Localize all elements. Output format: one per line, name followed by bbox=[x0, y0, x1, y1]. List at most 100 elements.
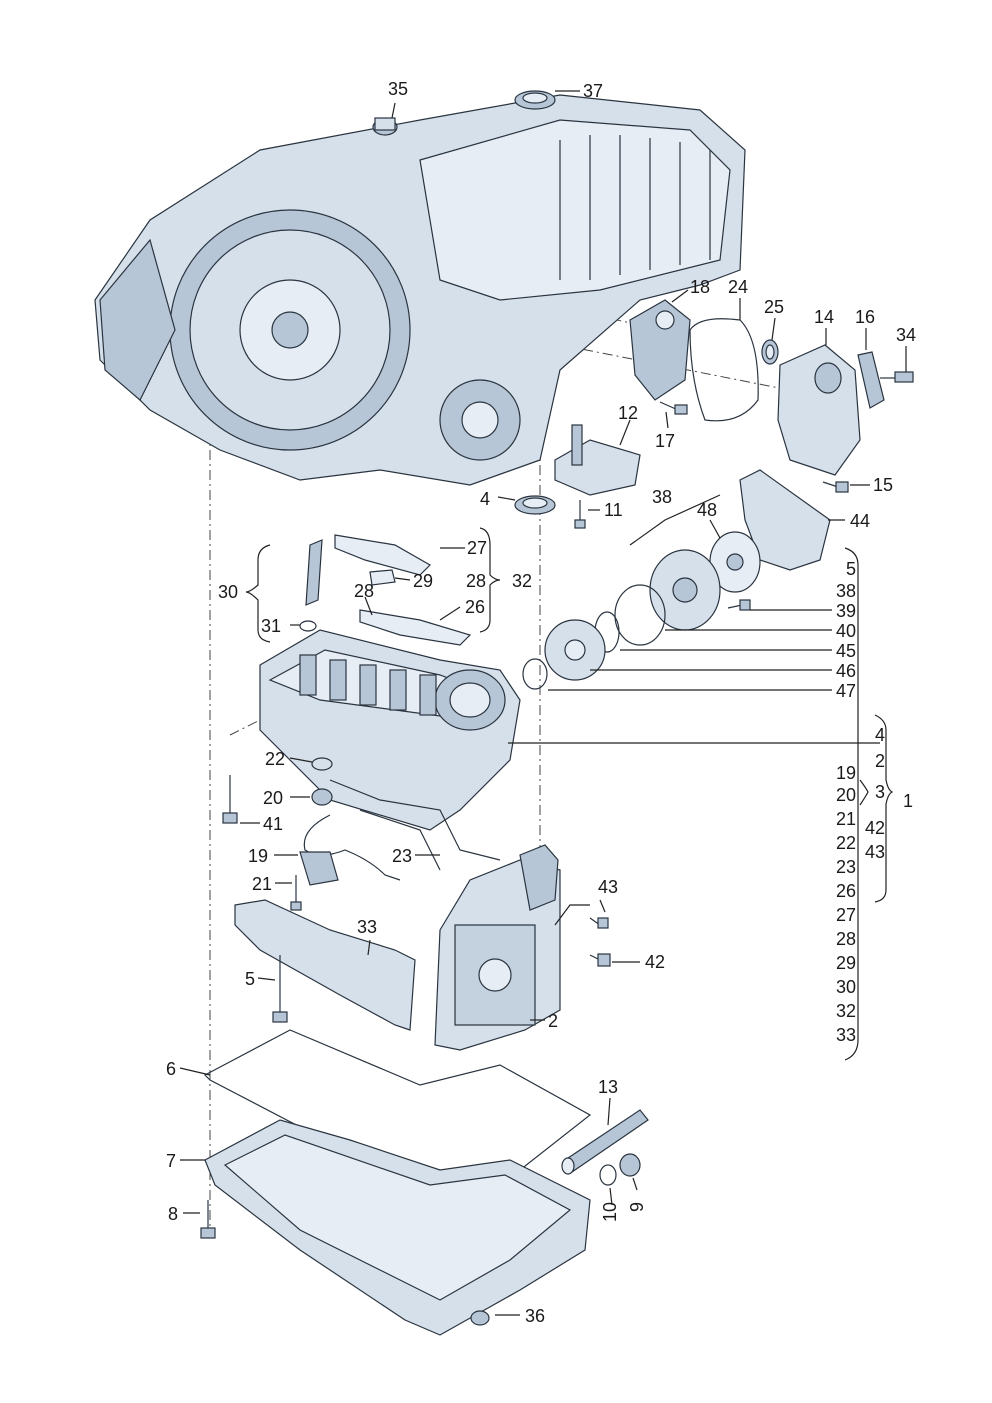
legend-item: 4 bbox=[875, 725, 885, 745]
label-2: 2 bbox=[548, 1011, 558, 1031]
legend-item: 45 bbox=[836, 641, 856, 661]
legend-item: 42 bbox=[865, 818, 885, 838]
label-1: 1 bbox=[903, 791, 913, 811]
valve-body bbox=[259, 629, 521, 831]
label-23: 23 bbox=[392, 846, 412, 866]
part-36-drain-plug bbox=[470, 1310, 490, 1326]
part-20-plug bbox=[311, 788, 333, 806]
label-31: 31 bbox=[261, 616, 281, 636]
part-17-bolt bbox=[659, 401, 688, 415]
legend-item: 23 bbox=[836, 857, 856, 877]
part-13-filler-tube bbox=[561, 1109, 649, 1175]
part-42-bolt bbox=[589, 953, 611, 967]
part-15-bolt bbox=[822, 481, 849, 493]
part-27-gasket bbox=[334, 534, 431, 576]
part-6-gasket bbox=[204, 1029, 592, 1201]
label-10: 10 bbox=[600, 1202, 620, 1222]
label-33: 33 bbox=[357, 917, 377, 937]
legend-item: 43 bbox=[865, 842, 885, 862]
label-19: 19 bbox=[248, 846, 268, 866]
label-28-left: 28 bbox=[354, 581, 374, 601]
part-47-gasket bbox=[522, 658, 548, 690]
part-30-pipe bbox=[305, 539, 323, 606]
part-22-oring bbox=[311, 757, 333, 771]
label-15: 15 bbox=[873, 475, 893, 495]
part-labels: 35 37 18 24 25 14 16 34 12 17 15 4 11 38… bbox=[166, 79, 916, 1326]
legend-item: 27 bbox=[836, 905, 856, 925]
part-35-plug bbox=[372, 117, 398, 136]
part-48-plate bbox=[709, 531, 761, 593]
label-24: 24 bbox=[728, 277, 748, 297]
part-2-mechatronic bbox=[434, 844, 561, 1051]
part-41-bolt bbox=[222, 775, 238, 824]
part-9-plug bbox=[619, 1153, 641, 1177]
part-21-bolt bbox=[290, 875, 302, 911]
label-22: 22 bbox=[265, 749, 285, 769]
leader-lines bbox=[179, 90, 907, 1316]
transmission-housing bbox=[94, 94, 746, 486]
group-1-legend: 5 38 39 40 45 46 47 19 20 21 22 23 26 27… bbox=[836, 559, 913, 1045]
legend-item: 26 bbox=[836, 881, 856, 901]
label-20: 20 bbox=[263, 788, 283, 808]
label-5: 5 bbox=[245, 969, 255, 989]
legend-item: 19 bbox=[836, 763, 856, 783]
label-43: 43 bbox=[598, 877, 618, 897]
part-11-bolt bbox=[574, 500, 586, 529]
label-38: 38 bbox=[652, 487, 672, 507]
part-19-sensor-harness bbox=[299, 814, 401, 886]
part-5-bolt bbox=[272, 955, 288, 1023]
part-25-seal bbox=[761, 339, 779, 365]
part-7-oil-pan bbox=[204, 1119, 591, 1336]
part-38-pump-housing bbox=[649, 549, 721, 631]
legend-item: 40 bbox=[836, 621, 856, 641]
label-17: 17 bbox=[655, 431, 675, 451]
part-24-gasket bbox=[689, 318, 759, 422]
part-33-bracket bbox=[234, 899, 416, 1031]
label-42: 42 bbox=[645, 952, 665, 972]
part-31-oring bbox=[299, 620, 317, 632]
label-41: 41 bbox=[263, 814, 283, 834]
legend-item: 29 bbox=[836, 953, 856, 973]
legend-item: 38 bbox=[836, 581, 856, 601]
label-34: 34 bbox=[896, 325, 916, 345]
label-11: 11 bbox=[604, 500, 623, 520]
part-16-clip bbox=[857, 351, 885, 409]
label-4-top: 4 bbox=[480, 489, 490, 509]
part-44-cover bbox=[739, 469, 831, 571]
label-26: 26 bbox=[465, 597, 485, 617]
part-26-gasket bbox=[359, 609, 472, 646]
legend-item: 33 bbox=[836, 1025, 856, 1045]
label-18: 18 bbox=[690, 277, 710, 297]
label-28-right: 28 bbox=[466, 571, 486, 591]
label-6: 6 bbox=[166, 1059, 176, 1079]
legend-item: 21 bbox=[836, 809, 856, 829]
label-25: 25 bbox=[764, 297, 784, 317]
legend-item: 46 bbox=[836, 661, 856, 681]
label-37: 37 bbox=[583, 81, 603, 101]
legend-item: 28 bbox=[836, 929, 856, 949]
label-21: 21 bbox=[252, 874, 272, 894]
legend-item: 30 bbox=[836, 977, 856, 997]
part-12-sensor bbox=[554, 424, 641, 496]
label-29: 29 bbox=[413, 571, 433, 591]
label-16: 16 bbox=[855, 307, 875, 327]
label-8: 8 bbox=[168, 1204, 178, 1224]
legend-item: 47 bbox=[836, 681, 856, 701]
part-29-gasket bbox=[369, 569, 396, 586]
part-10-oring bbox=[599, 1164, 617, 1186]
part-34-bolt bbox=[880, 371, 914, 383]
legend-item: 39 bbox=[836, 601, 856, 621]
label-30: 30 bbox=[218, 582, 238, 602]
legend-item: 5 bbox=[846, 559, 856, 579]
part-40-oring bbox=[614, 584, 666, 646]
legend-item: 32 bbox=[836, 1001, 856, 1021]
legend-item: 22 bbox=[836, 833, 856, 853]
label-32: 32 bbox=[512, 571, 532, 591]
part-39-bolt bbox=[727, 599, 751, 611]
part-43-bolt bbox=[589, 917, 609, 929]
transmission-ribs bbox=[559, 135, 711, 280]
braces bbox=[245, 527, 894, 1061]
part-23-wiring-frame bbox=[329, 779, 501, 871]
label-44: 44 bbox=[850, 511, 870, 531]
part-8-bolt bbox=[200, 1200, 216, 1239]
